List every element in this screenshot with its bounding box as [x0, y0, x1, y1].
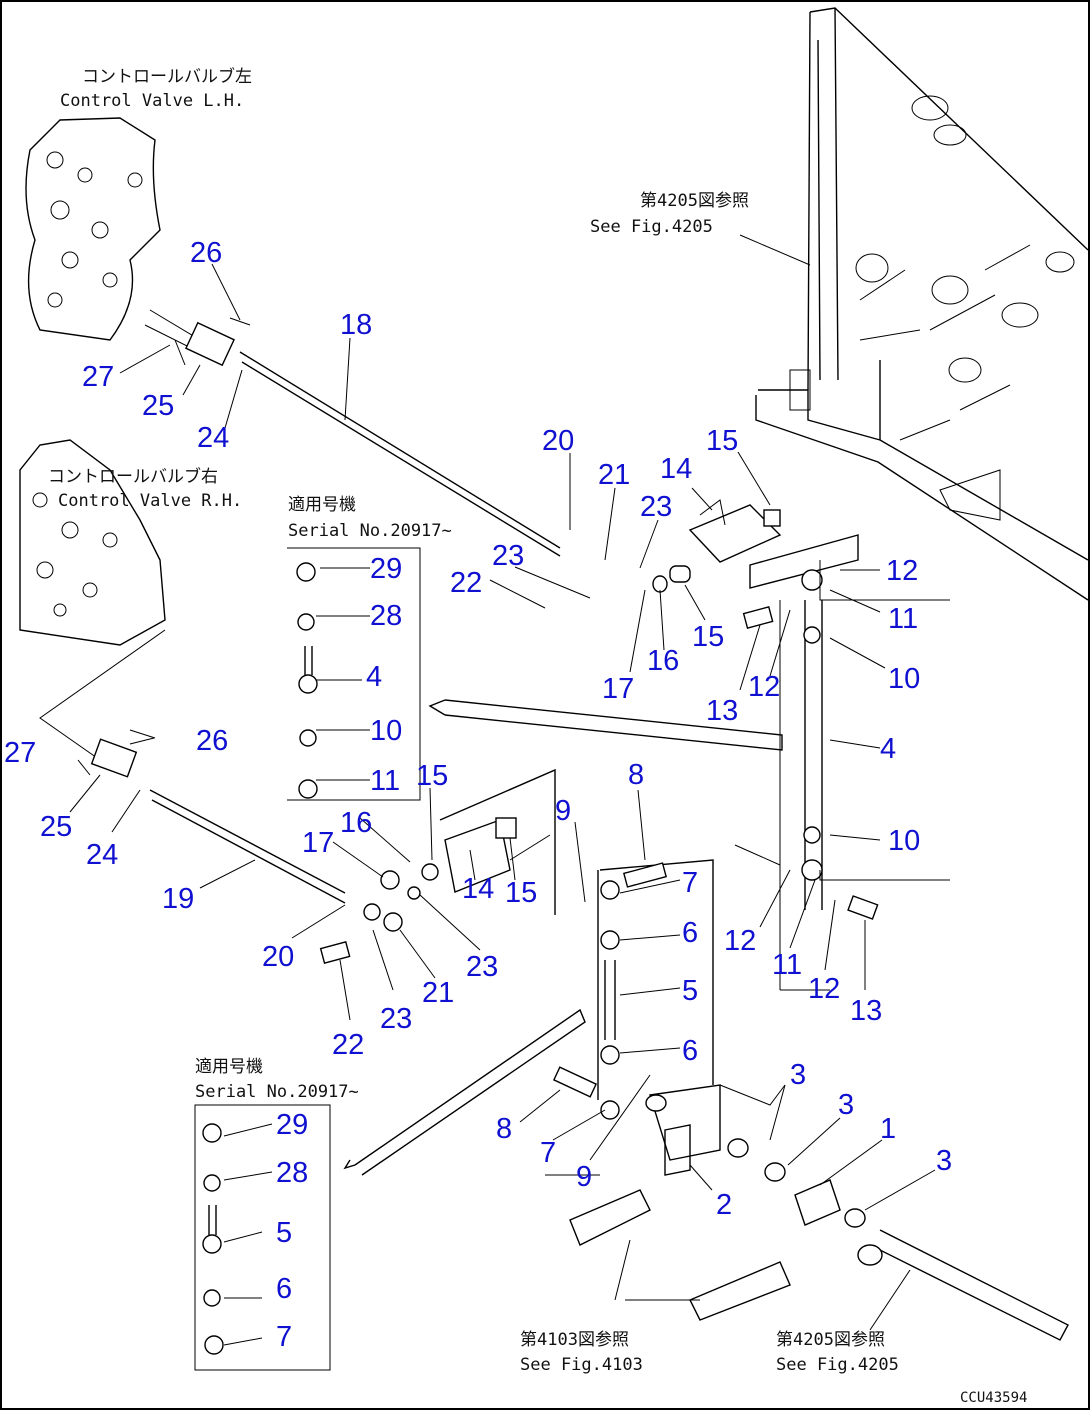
callout-28-lower: 28 — [276, 1157, 308, 1189]
leader-lines — [69, 263, 936, 1346]
fig4205b-jp-label: 第4205図参照 — [776, 1330, 885, 1350]
callout-6-b: 6 — [682, 1035, 698, 1067]
callout-11-upper: 11 — [370, 765, 400, 797]
callout-17-lower: 17 — [302, 827, 334, 859]
callout-4-upper: 4 — [366, 661, 382, 693]
drawing-code: CCU43594 — [960, 1390, 1027, 1406]
callout-26-top: 26 — [190, 237, 222, 269]
callout-10-upper: 10 — [370, 715, 402, 747]
callout-8-lower: 8 — [496, 1113, 512, 1145]
callout-1: 1 — [880, 1113, 896, 1145]
callout-9-top: 9 — [555, 795, 571, 827]
callout-5-lower: 5 — [276, 1217, 292, 1249]
callout-2: 2 — [716, 1189, 732, 1221]
callout-12-d: 12 — [808, 973, 840, 1005]
callout-12-a: 12 — [886, 555, 918, 587]
callout-24-top: 24 — [197, 422, 229, 454]
upper-linkage-drawing — [652, 499, 950, 991]
callout-8-top: 8 — [628, 759, 644, 791]
callout-22-top: 22 — [450, 567, 482, 599]
serial-lower-jp-label: 適用号機 — [195, 1057, 263, 1077]
callout-10-a: 10 — [888, 663, 920, 695]
callout-29-lower: 29 — [276, 1109, 308, 1141]
callout-11-a: 11 — [888, 603, 918, 635]
reference-arrows — [343, 234, 951, 1331]
callout-17-top: 17 — [602, 673, 634, 705]
fig4103-jp-label: 第4103図参照 — [520, 1330, 629, 1350]
callout-13-b: 13 — [850, 995, 882, 1027]
callout-11-b: 11 — [772, 949, 802, 981]
callout-10-b: 10 — [888, 825, 920, 857]
callout-4-main: 4 — [880, 733, 896, 765]
serial-upper-jp-label: 適用号機 — [288, 495, 356, 515]
callout-3-a: 3 — [790, 1059, 806, 1091]
callout-25-mid: 25 — [40, 811, 72, 843]
cv-right-en-label: Control Valve R.H. — [58, 491, 242, 511]
callout-7-inset: 7 — [276, 1321, 292, 1353]
fig4103-en-label: See Fig.4103 — [520, 1355, 643, 1375]
callout-15-lower-a: 15 — [416, 760, 448, 792]
serial-inset-upper — [287, 547, 421, 801]
control-valve-left-drawing — [25, 117, 561, 557]
callout-16-top: 16 — [647, 645, 679, 677]
callout-23-lower-a: 23 — [466, 951, 498, 983]
callout-15-mid: 15 — [692, 621, 724, 653]
callout-20-lower: 20 — [262, 941, 294, 973]
callout-20-top: 20 — [542, 425, 574, 457]
callout-21-top: 21 — [598, 459, 630, 491]
callout-24-mid: 24 — [86, 839, 118, 871]
callout-15-top: 15 — [706, 425, 738, 457]
fig4205b-en-label: See Fig.4205 — [776, 1355, 899, 1375]
callout-23-top-a: 23 — [640, 491, 672, 523]
callout-18: 18 — [340, 309, 372, 341]
callout-15-lower-b: 15 — [505, 877, 537, 909]
control-valve-right-drawing — [19, 439, 346, 904]
callout-14-top: 14 — [660, 453, 692, 485]
callout-13-a: 13 — [706, 695, 738, 727]
machine-frame-drawing — [755, 7, 1089, 601]
fig4205-jp-label: 第4205図参照 — [640, 191, 749, 211]
callout-12-b: 12 — [748, 671, 780, 703]
cv-left-en-label: Control Valve L.H. — [60, 91, 244, 111]
callout-21-lower: 21 — [422, 977, 454, 1009]
callout-7-top: 7 — [682, 867, 698, 899]
serial-inset-lower — [194, 1104, 331, 1371]
callout-25-top: 25 — [142, 390, 174, 422]
callout-9-lower: 9 — [576, 1161, 592, 1193]
callout-23-lower-b: 23 — [380, 1003, 412, 1035]
callout-14-lower: 14 — [462, 873, 494, 905]
callout-23-top-b: 23 — [492, 540, 524, 572]
callout-19: 19 — [162, 883, 194, 915]
fig4205-en-label: See Fig.4205 — [590, 217, 713, 237]
callout-6-a: 6 — [682, 917, 698, 949]
callout-28-upper: 28 — [370, 600, 402, 632]
callout-26-mid: 26 — [196, 725, 228, 757]
lower-linkage-drawing — [545, 859, 1069, 1341]
callout-7-lower: 7 — [540, 1137, 556, 1169]
callout-12-c: 12 — [724, 925, 756, 957]
callout-3-b: 3 — [838, 1089, 854, 1121]
callout-6-lower: 6 — [276, 1273, 292, 1305]
middle-linkage-drawing — [319, 768, 556, 964]
serial-upper-en-label: Serial No.20917~ — [288, 521, 452, 541]
cv-left-jp-label: コントロールバルブ左 — [82, 66, 252, 87]
serial-lower-en-label: Serial No.20917~ — [195, 1082, 359, 1102]
cv-right-jp-label: コントロールバルブ右 — [48, 466, 218, 487]
callout-29-upper: 29 — [370, 553, 402, 585]
callout-5-main: 5 — [682, 975, 698, 1007]
callout-27-top: 27 — [82, 361, 114, 393]
callout-22-lower: 22 — [332, 1029, 364, 1061]
callout-numbers: 26 18 27 25 24 20 15 21 14 23 23 22 12 1… — [4, 237, 952, 1353]
callout-16-lower: 16 — [340, 807, 372, 839]
callout-27-mid: 27 — [4, 737, 36, 769]
callout-3-c: 3 — [936, 1145, 952, 1177]
